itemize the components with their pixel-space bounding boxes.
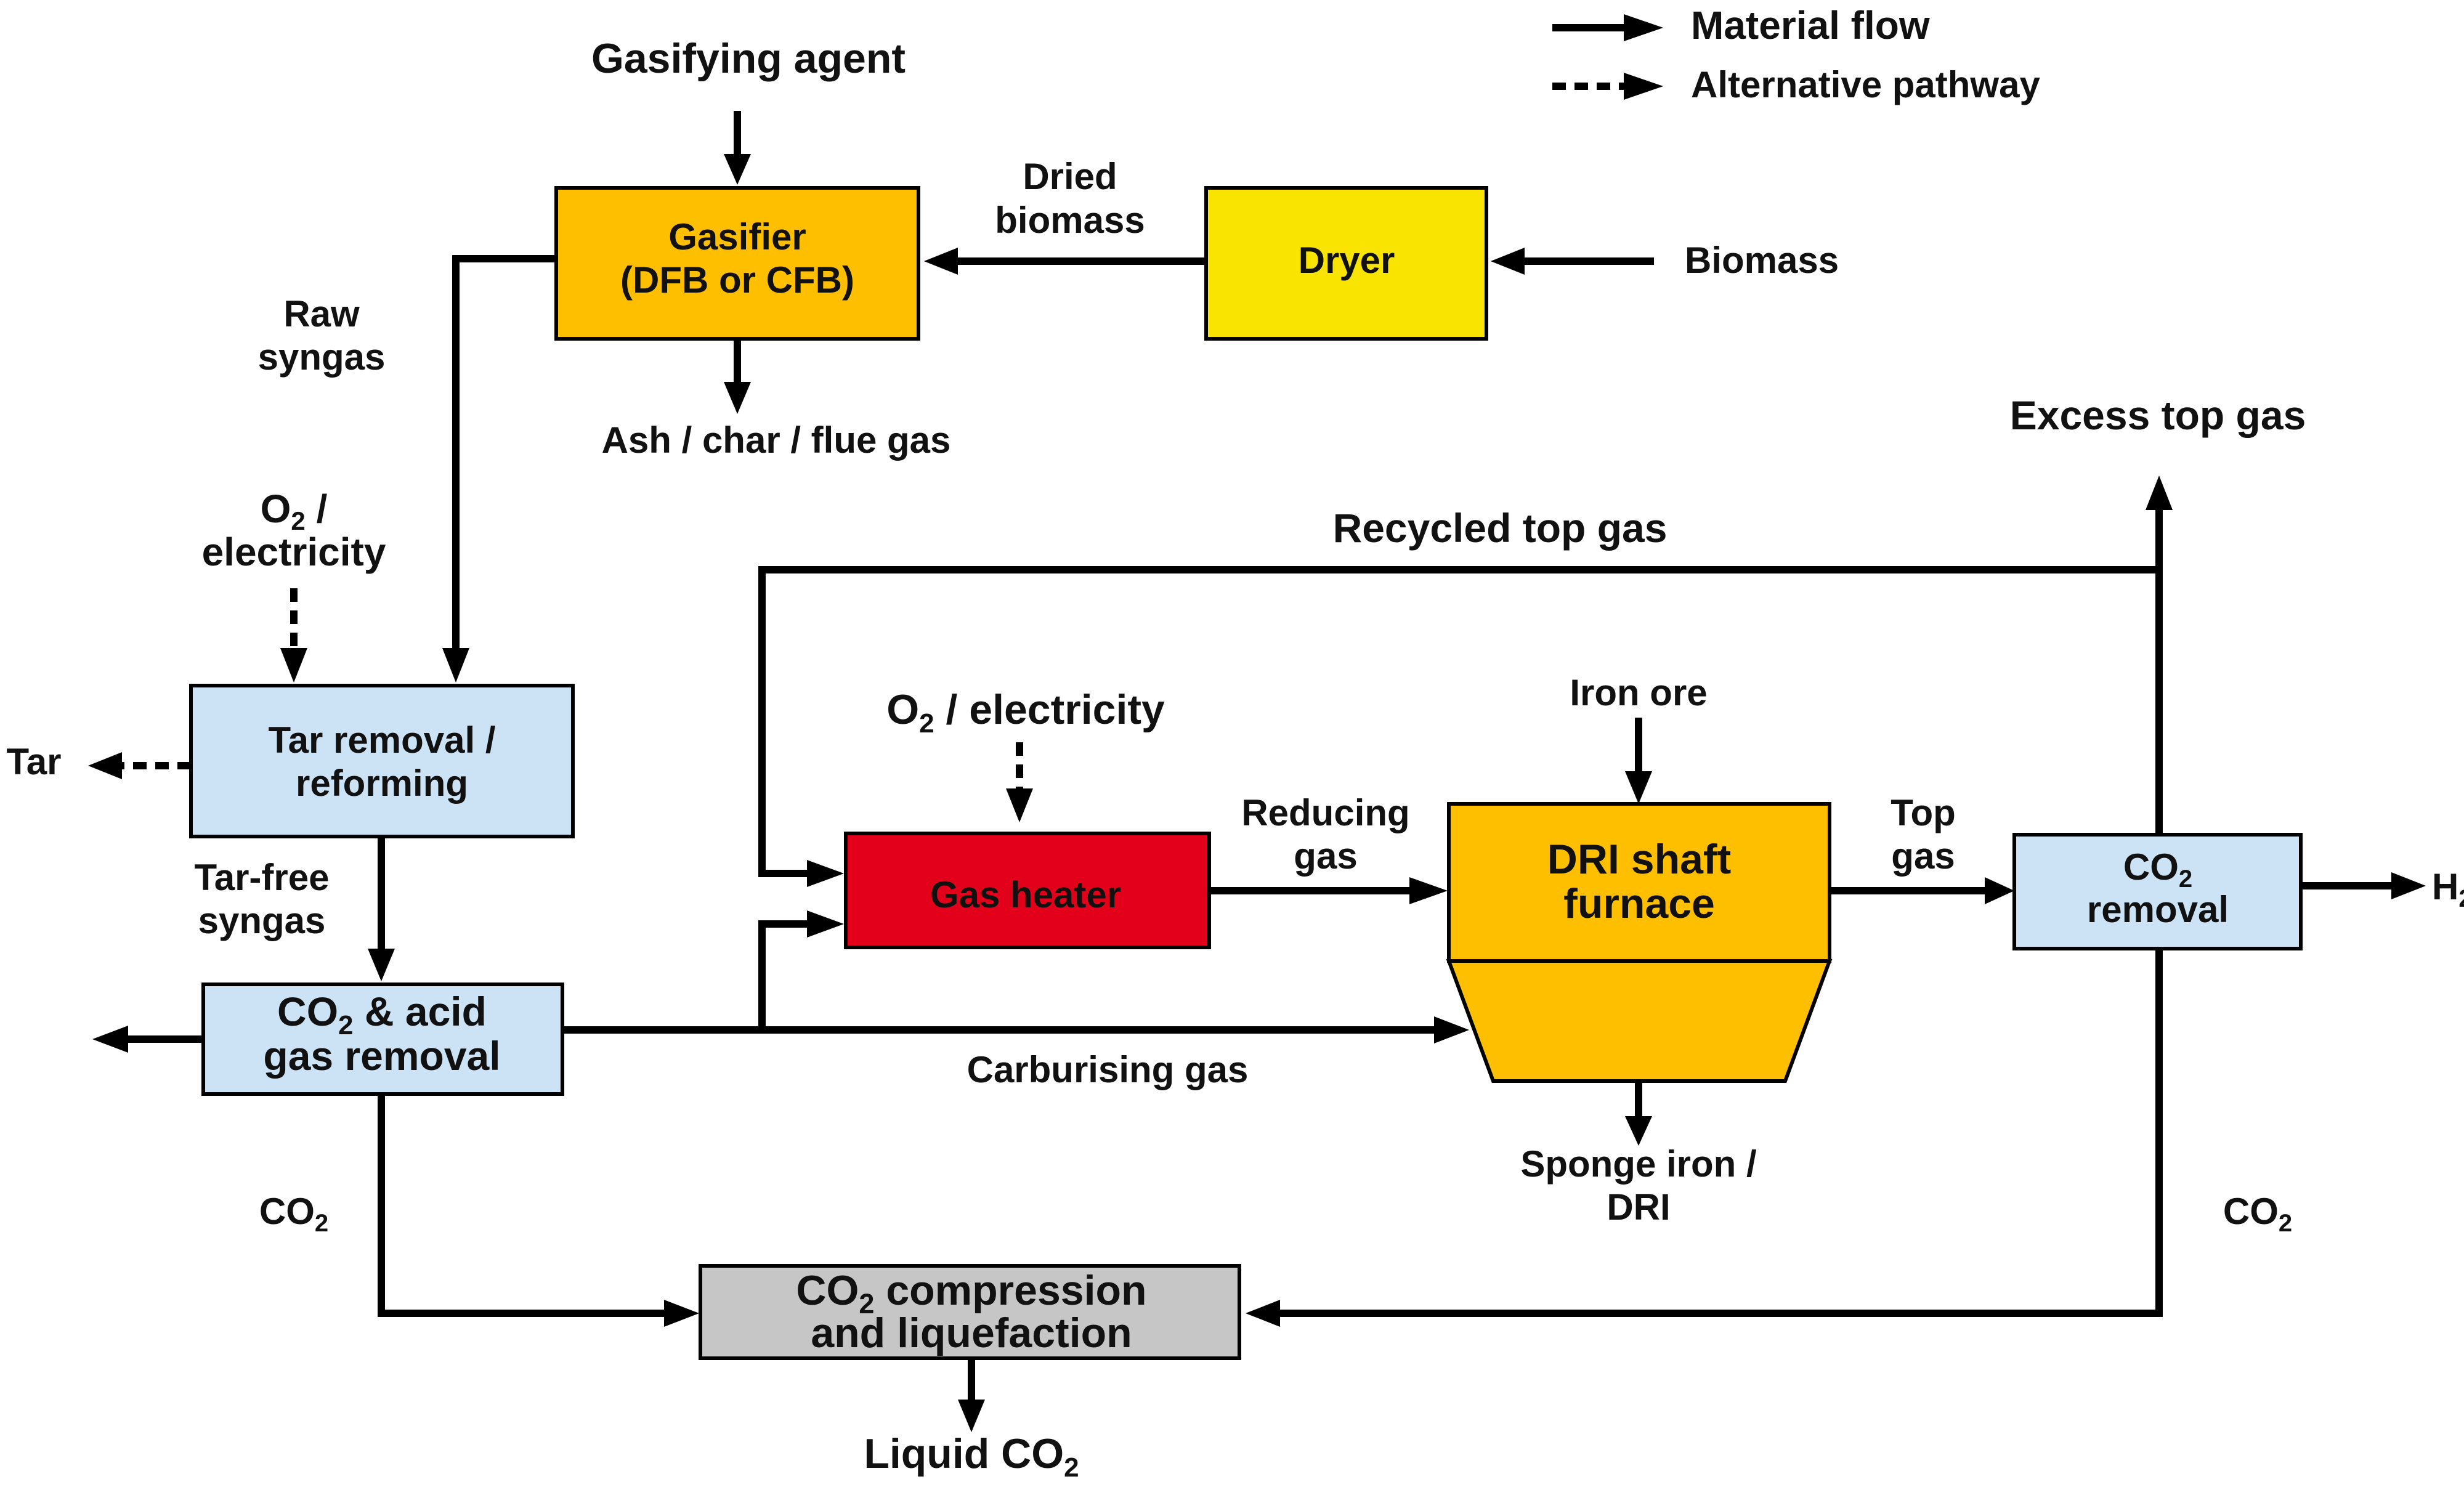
gas-heater-label: Gas heater [930,874,1121,915]
gasifier-label-line1: Gasifier [668,216,806,257]
recycled-top-gas-label: Recycled top gas [1333,505,1668,551]
dryer-label: Dryer [1299,240,1395,281]
arrowhead-top-gas [1985,877,2014,904]
acid-gas-removal-label-line1: CO2 & acid [277,989,487,1040]
top-gas-label-line1: Top [1891,792,1956,833]
co2-left-label: CO2 [259,1191,328,1237]
arrowhead-excess-top-gas [2146,476,2173,510]
dri-furnace-rect [1447,802,1831,963]
gasifier-rect [554,186,920,341]
recycled-top-gas-line [758,566,2159,877]
dried-biomass-label-line1: Dried [1023,156,1117,197]
arrowhead-tar-free-syngas [368,949,395,981]
dried-biomass-label-line2: biomass [995,200,1145,241]
co2-removal-label-line1: CO2 [2123,846,2192,893]
tar-free-syngas-label-line1: Tar-free [195,857,330,898]
co2-compression-label-line1: CO2 compression [796,1267,1146,1319]
arrowhead-o2-heater [1006,788,1033,822]
arrowhead-biomass [1491,248,1525,275]
legend-solid-arrowhead [1624,14,1663,41]
arrowhead-raw-syngas [442,648,469,683]
acid-gas-removal-box: CO2 & acid gas removal [201,983,564,1096]
o2-heater-label: O2 / electricity [886,686,1165,739]
co2-removal-label-line2: removal [2087,889,2229,930]
reducing-gas-label-line2: gas [1294,835,1357,877]
dri-furnace-label-line2: furnace [1563,880,1715,927]
arrowhead-carburising-gas [1434,1016,1469,1043]
legend-material-flow: Material flow [1691,3,1930,47]
legend: Material flow Alternative pathway [1552,3,2040,105]
biomass-label: Biomass [1685,240,1839,281]
tar-removal-label-line2: reforming [296,763,468,804]
gasifier-label-line2: (DFB or CFB) [620,259,854,301]
tar-label: Tar [7,741,62,782]
h2o-label: H2O [2432,866,2464,912]
sponge-iron-label-line1: Sponge iron / [1520,1143,1757,1185]
dri-furnace: DRI shaft furnace [1446,802,1833,1083]
arrowhead-sponge-iron [1625,1116,1652,1146]
arrowhead-iron-ore [1625,771,1652,804]
dryer-rect [1204,186,1488,341]
reducing-gas-label-line1: Reducing [1241,792,1409,833]
acid-gas-removal-rect [201,983,564,1096]
flow-labels: Gasifying agent Dried biomass Biomass Ra… [7,35,2464,1483]
top-gas-label-line2: gas [1891,835,1955,877]
acid-gas-removal-label-line2: gas removal [263,1033,500,1079]
co2-removal-box: CO2 removal [2012,833,2303,950]
raw-syngas-label-line1: Raw [283,293,360,334]
legend-alternative-pathway: Alternative pathway [1691,64,2040,105]
ash-char-flue-gas-label: Ash / char / flue gas [602,419,951,461]
excess-top-gas-label: Excess top gas [2010,392,2306,438]
dri-furnace-label-line1: DRI shaft [1547,836,1731,883]
gas-heater-rect [844,832,1211,949]
arrowhead-ash [724,382,751,414]
dri-furnace-hopper [1446,959,1833,1083]
co2-right-line [1278,949,2163,1317]
arrowhead-recycled-top-gas [807,860,844,887]
sponge-iron-label-line2: DRI [1607,1186,1670,1228]
gasifier-box: Gasifier (DFB or CFB) [554,186,920,341]
arrowhead-reducing-gas [1409,877,1448,904]
arrowhead-gasifying-agent [724,154,751,185]
arrowhead-o2-left [280,648,307,683]
tar-removal-box: Tar removal / reforming [189,684,575,838]
arrowhead-liquid-co2 [958,1400,985,1432]
arrowhead-h2o [2391,872,2426,899]
tar-removal-label-line1: Tar removal / [268,719,495,761]
arrowhead-syngas-to-heater [807,910,844,938]
arrowheads [88,154,2426,1432]
co2-right-label: CO2 [2223,1191,2292,1237]
o2-left-label-line2: electricity [202,530,386,574]
co2-compression-rect [699,1264,1241,1360]
legend-dashed-arrowhead [1624,73,1663,100]
arrowhead-dried-biomass [924,248,958,275]
o2-left-label-line1: O2 / [261,487,328,535]
syngas-to-heater-line [758,920,810,1030]
arrowhead-co2-left [664,1300,699,1327]
co2-left-line [378,1093,665,1317]
carburising-gas-label: Carburising gas [967,1049,1249,1090]
flow-lines [120,111,2393,1401]
tar-free-syngas-label-line2: syngas [198,900,326,941]
gas-heater-box: Gas heater [844,832,1211,949]
raw-syngas-label-line2: syngas [258,336,386,378]
arrowhead-co2-right [1246,1300,1280,1327]
arrowhead-tar [88,752,122,779]
tar-removal-rect [189,684,575,838]
iron-ore-label: Iron ore [1570,672,1707,713]
liquid-co2-label: Liquid CO2 [864,1430,1079,1483]
raw-syngas-line [452,255,556,650]
arrowhead-acid-gas-out [92,1026,128,1053]
co2-removal-rect [2012,833,2303,950]
gasifying-agent-label: Gasifying agent [591,35,906,82]
dryer-box: Dryer [1204,186,1488,341]
co2-compression-label-line2: and liquefaction [811,1310,1132,1356]
co2-compression-box: CO2 compression and liquefaction [699,1264,1241,1360]
